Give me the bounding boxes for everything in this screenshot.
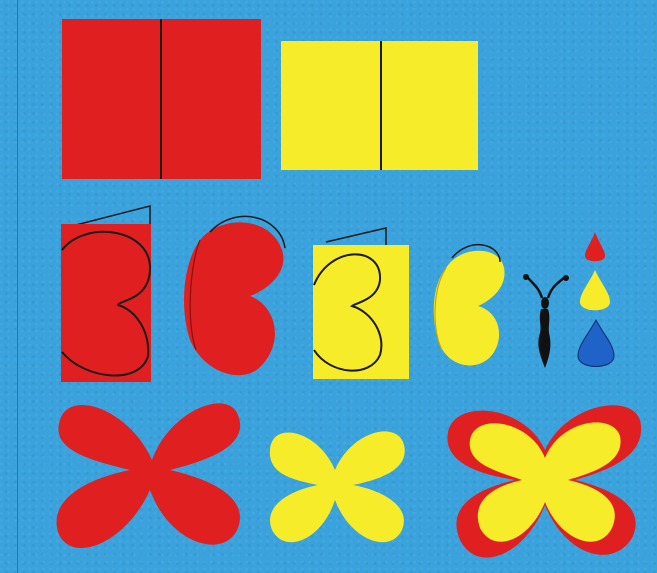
red-butterfly-wings bbox=[57, 403, 241, 548]
assembled-butterfly bbox=[447, 405, 641, 557]
yellow-top-layer bbox=[470, 422, 621, 541]
back-fold-edge bbox=[326, 228, 386, 245]
body-head bbox=[541, 297, 549, 309]
yellow-butterfly-wings bbox=[270, 431, 405, 542]
color-drops bbox=[578, 232, 614, 367]
yellow-cut-wing-pair bbox=[434, 245, 505, 366]
body-abdomen bbox=[538, 309, 550, 368]
back-fold-edge bbox=[72, 206, 150, 226]
red-card-with-heart-outline bbox=[61, 206, 151, 382]
yellow-drop bbox=[580, 270, 610, 310]
yellow-folded-square bbox=[281, 41, 478, 170]
black-butterfly-body bbox=[523, 274, 569, 368]
yellow-card-with-heart-outline bbox=[313, 228, 409, 379]
red-folded-square bbox=[62, 19, 261, 179]
red-cut-wing-pair bbox=[184, 216, 285, 375]
red-drop bbox=[585, 232, 605, 261]
blue-drop bbox=[578, 320, 614, 367]
